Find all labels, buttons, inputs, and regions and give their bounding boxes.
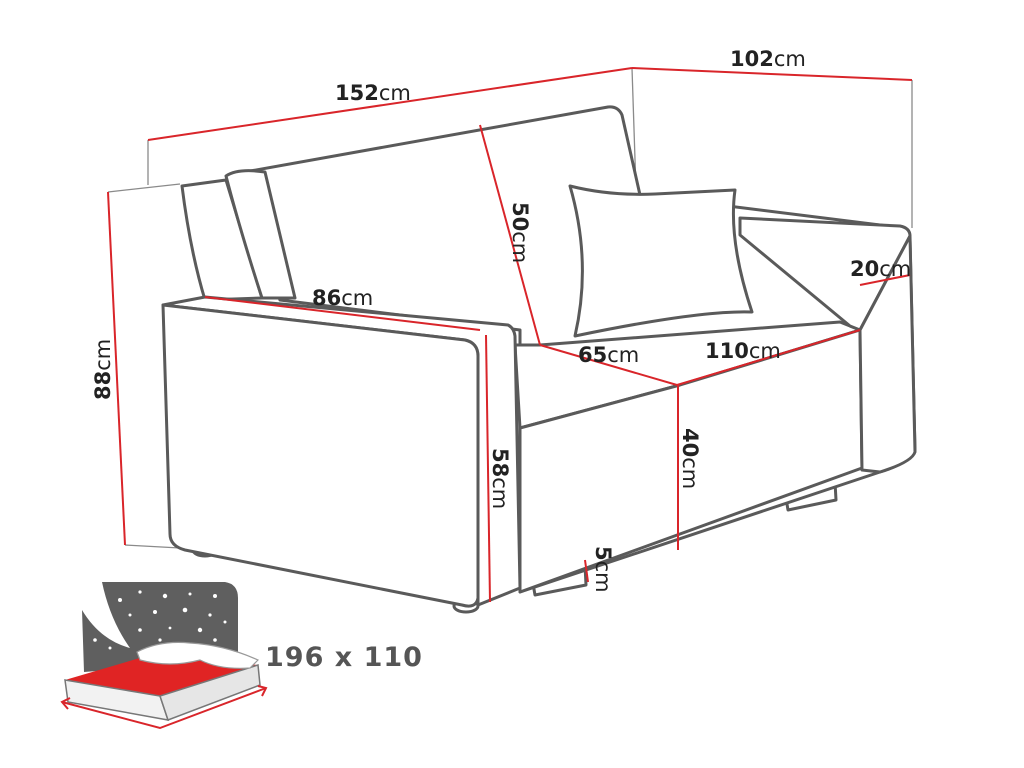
dim-line-leg-height <box>584 559 589 583</box>
dimension-lines <box>107 67 913 603</box>
dim-line-width <box>147 67 633 141</box>
dim-line-seat-depth <box>539 344 678 386</box>
label-armrest-height: 58cm <box>488 448 512 509</box>
throw-pillow <box>568 184 754 338</box>
dim-line-height <box>107 191 126 546</box>
label-height: 88cm <box>91 339 115 400</box>
label-seat-width: 110cm <box>705 339 781 363</box>
stars-icon <box>93 590 227 650</box>
sofa-drawing <box>161 105 917 614</box>
sleeping-area-label: 196 x 110 <box>265 642 423 673</box>
right-arm-top <box>738 216 912 332</box>
dim-line-depth <box>631 67 913 81</box>
label-depth: 102cm <box>730 47 806 71</box>
dim-line-armrest-width <box>859 274 911 286</box>
label-width: 152cm <box>335 81 411 105</box>
label-seat-depth: 65cm <box>578 343 639 367</box>
label-armrest-length: 86cm <box>312 286 373 310</box>
dim-line-armrest-height <box>485 334 491 603</box>
dim-line-seat-width <box>676 329 861 386</box>
bed-night-icon <box>60 582 268 730</box>
label-seat-height: 40cm <box>678 428 702 489</box>
dimension-labels: 152cm 102cm 88cm 50cm 20cm 86cm 65cm 110… <box>91 47 911 593</box>
left-arm-front <box>161 303 480 608</box>
label-leg-height: 5cm <box>591 546 615 593</box>
label-backrest-height: 50cm <box>508 202 532 263</box>
dim-line-armrest-length <box>204 296 481 331</box>
label-armrest-width: 20cm <box>850 257 911 281</box>
dim-line-backrest <box>479 124 541 346</box>
pillow-icon <box>136 641 260 669</box>
right-arm-side <box>858 234 917 474</box>
back-cushion-left-inner <box>224 169 297 300</box>
